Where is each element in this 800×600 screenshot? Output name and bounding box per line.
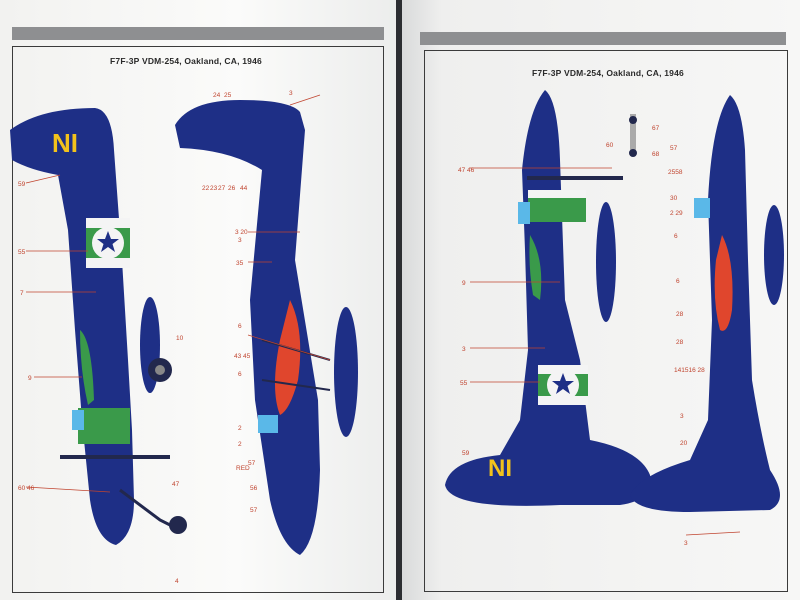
left-page-frame xyxy=(12,46,384,593)
callout-20: 20 xyxy=(680,440,688,447)
callout-28-b: 28 xyxy=(676,339,684,346)
callout-47: 47 xyxy=(172,481,180,488)
header-bar xyxy=(12,27,384,40)
callout-9: 9 xyxy=(462,280,466,287)
callout-2558: 2558 xyxy=(668,169,683,176)
callout-35: 35 xyxy=(236,260,244,267)
callout-3-mid: 3 xyxy=(238,237,242,244)
callout-25: 25 xyxy=(224,92,232,99)
callout-26: 26 xyxy=(228,185,236,192)
callout-6-a: 6 xyxy=(238,323,242,330)
callout-27: 27 xyxy=(218,185,226,192)
callout-2-a: 2 xyxy=(238,425,242,432)
callout-lines xyxy=(25,94,741,536)
callout-44: 44 xyxy=(240,185,248,192)
callout-68: 68 xyxy=(652,151,660,158)
header-bar xyxy=(420,32,786,45)
callout-3-a: 3 xyxy=(462,346,466,353)
left-callouts: 59 55 7 9 60 46 47 10 4 24 25 22 23 27 2… xyxy=(18,90,293,585)
callout-9: 9 xyxy=(28,375,32,382)
left-caption: F7F-3P VDM-254, Oakland, CA, 1946 xyxy=(110,56,262,66)
callout-43-45: 43 45 xyxy=(234,353,251,360)
callout-141516-28: 141516 28 xyxy=(674,367,705,374)
callout-6-b: 6 xyxy=(238,371,242,378)
right-profile-side: NI xyxy=(445,90,651,506)
callout-59: 59 xyxy=(462,450,470,457)
callout-red: RED xyxy=(236,465,250,472)
right-page-frame xyxy=(424,50,788,592)
callout-47-46: 47 46 xyxy=(458,167,475,174)
callout-57: 57 xyxy=(670,145,678,152)
tail-code: NI xyxy=(52,128,78,158)
right-caption: F7F-3P VDM-254, Oakland, CA, 1946 xyxy=(532,68,684,78)
callout-4: 4 xyxy=(175,578,179,585)
callout-67: 67 xyxy=(652,125,660,132)
callout-57-a: 57 xyxy=(248,460,256,467)
callout-6-b: 6 xyxy=(676,278,680,285)
callout-55: 55 xyxy=(18,249,26,256)
callout-59: 59 xyxy=(18,181,26,188)
callout-28-a: 28 xyxy=(676,311,684,318)
callout-56: 56 xyxy=(250,485,258,492)
callout-6-a: 6 xyxy=(674,233,678,240)
callout-55: 55 xyxy=(460,380,468,387)
callout-30: 30 xyxy=(670,195,678,202)
callout-3-top: 3 xyxy=(289,90,293,97)
callout-3-b: 3 xyxy=(680,413,684,420)
callout-2-29: 2 29 xyxy=(670,210,683,217)
right-callouts: 47 46 60 9 3 55 59 67 68 57 2558 30 2 29… xyxy=(458,125,705,547)
callout-24: 24 xyxy=(213,92,221,99)
callout-7: 7 xyxy=(20,290,24,297)
left-profile-other-side xyxy=(175,100,358,555)
left-page: F7F-3P VDM-254, Oakland, CA, 1946 xyxy=(0,0,396,600)
callout-60-46: 60 46 xyxy=(18,485,35,492)
callout-3-c: 3 xyxy=(684,540,688,547)
callout-10: 10 xyxy=(176,335,184,342)
callout-2-b: 2 xyxy=(238,441,242,448)
callout-23: 23 xyxy=(210,185,218,192)
left-profile-side: NI xyxy=(10,108,187,545)
callout-60: 60 xyxy=(606,142,614,149)
right-profile-other-side xyxy=(629,95,784,512)
callout-3-20: 3 20 xyxy=(235,229,248,236)
tail-code: NI xyxy=(488,455,512,482)
callout-57-b: 57 xyxy=(250,507,258,514)
callout-22: 22 xyxy=(202,185,210,192)
